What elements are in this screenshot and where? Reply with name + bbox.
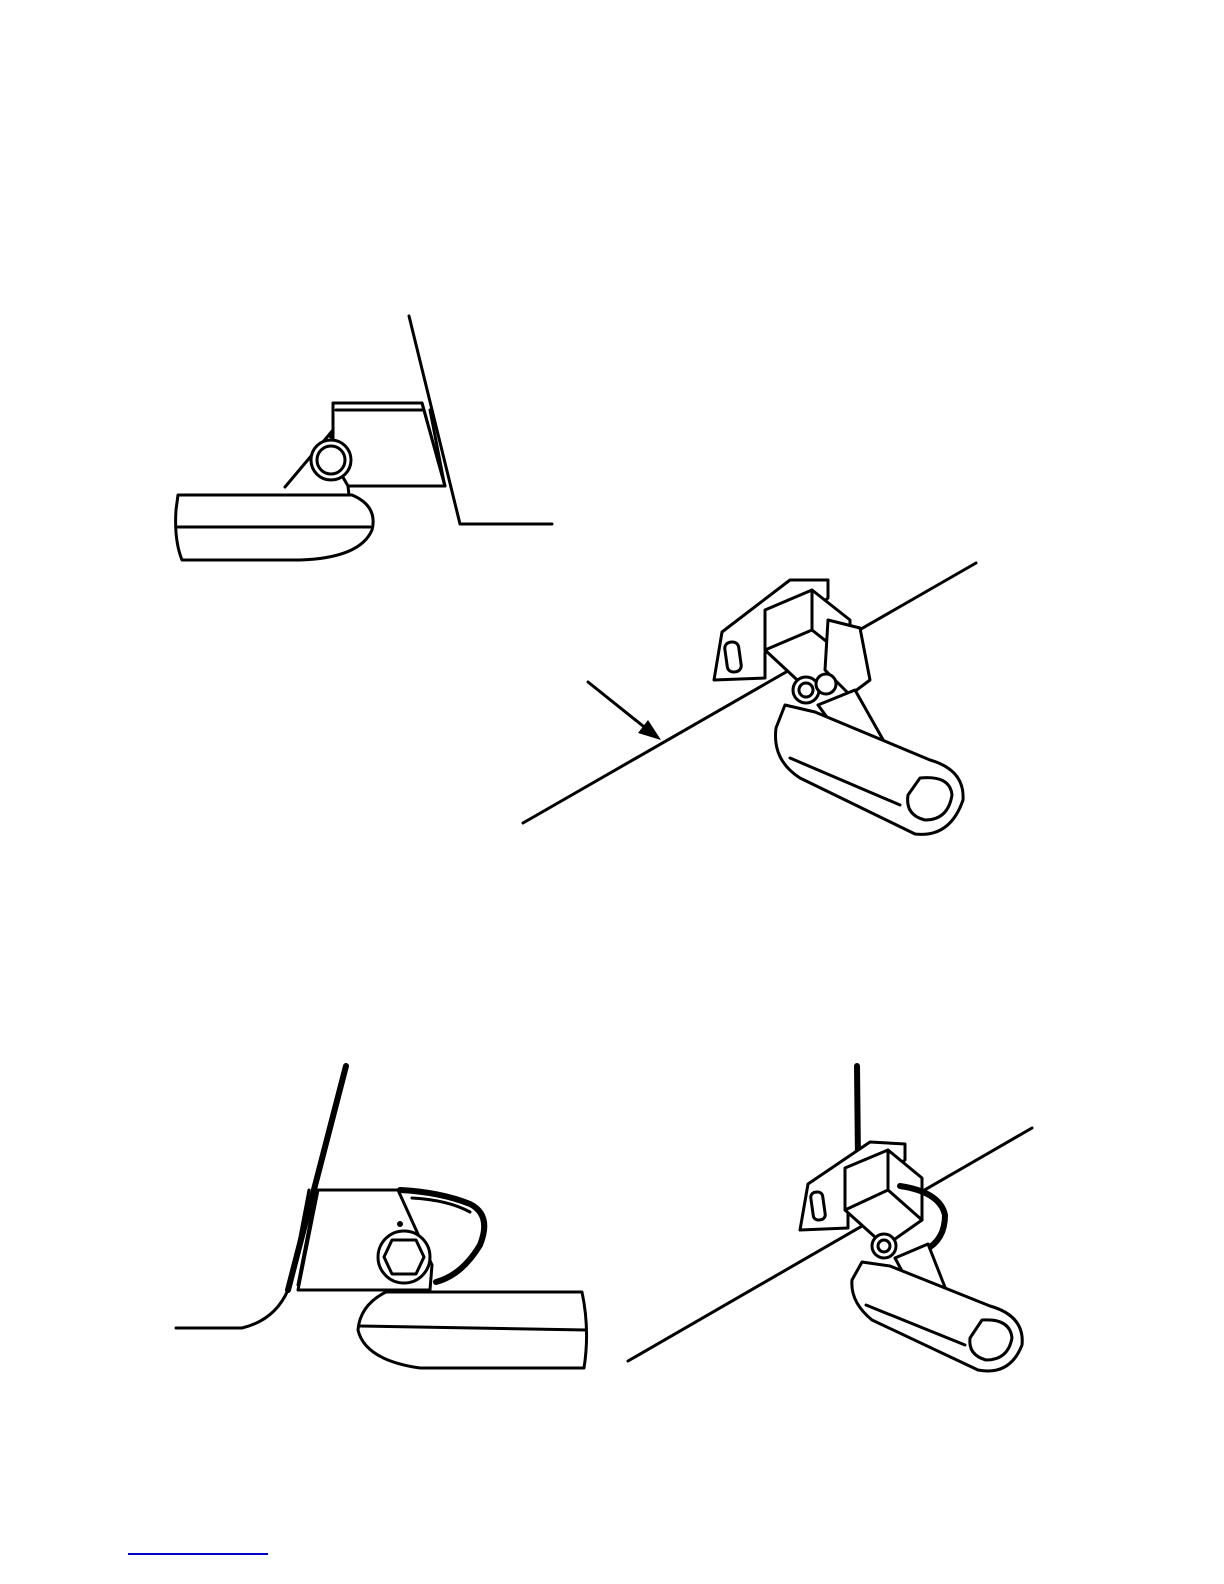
mounting-bracket (845, 1150, 922, 1246)
transducer-cable (857, 1066, 858, 1160)
mounting-bracket (333, 403, 445, 486)
transducer-side-view-icon (160, 300, 580, 580)
pivot-bolt (872, 1234, 896, 1258)
transducer-side-view-with-cable-icon (170, 1060, 595, 1375)
transducer-perspective-view-icon (515, 555, 985, 845)
transducer-perspective-view-with-cable-icon (620, 1060, 1040, 1370)
hull-line (176, 1290, 288, 1328)
footnote-rule (128, 1553, 268, 1555)
arrow-icon (588, 682, 661, 740)
